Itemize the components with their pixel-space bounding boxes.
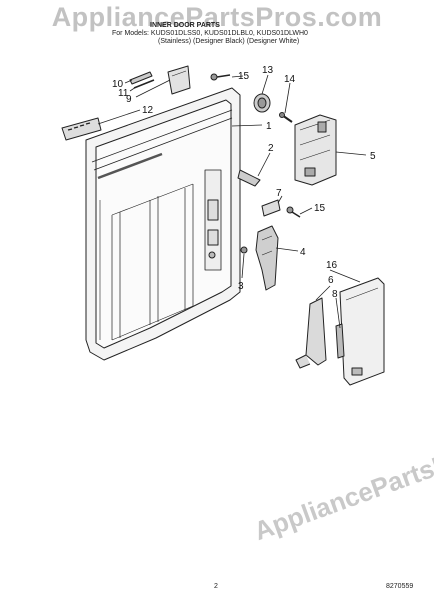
part-15-screw-mid [286, 206, 301, 218]
part-3-screw [240, 246, 248, 254]
callout-9: 9 [126, 94, 132, 105]
part-12-handle [61, 117, 102, 141]
callout-6: 6 [328, 275, 334, 286]
callout-16: 16 [326, 260, 338, 271]
callout-13: 13 [262, 65, 274, 76]
part-10-clip [129, 71, 153, 85]
leader-lines [97, 74, 367, 329]
callout-5: 5 [370, 151, 376, 162]
callout-7: 7 [276, 188, 282, 199]
callout-11: 11 [118, 88, 129, 99]
part-14-screw [279, 112, 293, 123]
callout-1: 1 [266, 121, 272, 132]
part-8-strip [335, 323, 345, 359]
header-title: INNER DOOR PARTS [150, 22, 220, 29]
callout-15-top: 15 [238, 71, 250, 82]
inner-door-panel [85, 87, 241, 361]
part-9-cover [167, 65, 191, 95]
part-5-control-box [294, 114, 337, 186]
part-11-clip [133, 79, 155, 89]
header-colors: (Stainless) (Designer Black) (Designer W… [158, 38, 300, 45]
watermark-top: AppliancePartsPros.com [51, 2, 383, 32]
part-13-knob [253, 93, 271, 113]
part-15-screw-top [210, 73, 231, 81]
part-4-latch [255, 225, 279, 291]
callout-8: 8 [332, 289, 338, 300]
header-models: For Models: KUDS01DLSS0, KUDS01DLBL0, KU… [112, 30, 308, 37]
callout-12: 12 [142, 105, 154, 116]
part-2-link [237, 169, 261, 187]
callout-2: 2 [268, 143, 274, 154]
callout-4: 4 [300, 247, 306, 258]
callout-3: 3 [238, 281, 244, 292]
part-6-bracket [295, 297, 327, 369]
part-16-cover-panel [339, 277, 385, 386]
callout-10: 10 [112, 79, 124, 90]
document-number: 8270559 [386, 583, 414, 590]
page-number: 2 [214, 583, 218, 590]
part-7-clip [261, 199, 281, 217]
callout-15-mid: 15 [314, 203, 326, 214]
callout-14: 14 [284, 74, 296, 85]
